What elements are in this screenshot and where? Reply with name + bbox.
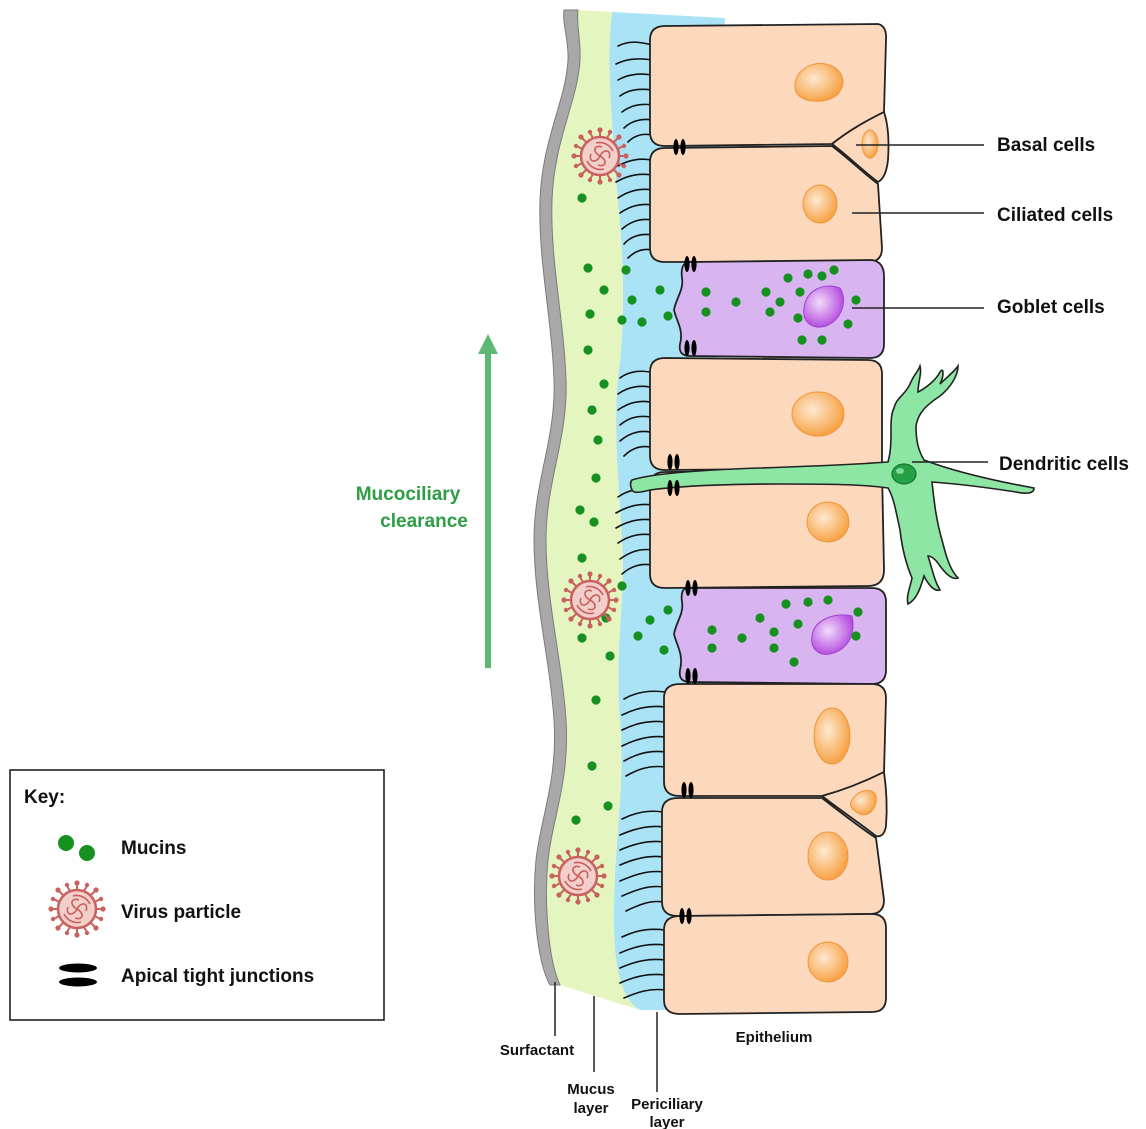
tight-junction [691,256,696,272]
tight-junction [685,668,690,684]
tight-junction [684,340,689,356]
tight-junction [688,782,693,798]
tight-junction [692,668,697,684]
label-surfactant: Surfactant [500,1042,574,1059]
ciliated-cell [650,24,886,146]
label-ciliated-cells: Ciliated cells [997,205,1113,226]
label-mucus-layer-line1: Mucus [567,1081,615,1098]
tight-junction [674,454,679,470]
tight-junction [692,580,697,596]
label-epithelium: Epithelium [736,1029,813,1046]
ciliated-cell [650,146,882,262]
key-tight-junctions-label: Apical tight junctions [121,966,314,987]
label-dendritic-cells: Dendritic cells [999,454,1129,475]
mucociliary-clearance-arrow [478,334,498,668]
nucleus [814,708,850,764]
tight-junction [679,908,684,924]
tight-junction [685,580,690,596]
key-box: Key: Mucins Virus particle Apical tight … [10,770,384,1020]
nucleus [808,832,848,880]
label-mucus-layer-line2: layer [573,1100,608,1117]
key-virus-label: Virus particle [121,902,241,923]
virus-particle [549,847,606,904]
ciliated-cell [650,358,882,470]
ciliated-cell [664,914,886,1014]
key-mucins-label: Mucins [121,838,186,859]
virus-icon [48,880,105,937]
nucleus [862,130,878,158]
label-periciliary-layer-line1: Periciliary [631,1096,703,1113]
tight-junction [667,480,672,496]
label-goblet-cells: Goblet cells [997,297,1105,318]
virus-particle [561,571,618,628]
epithelium-cells [650,24,889,1014]
label-basal-cells: Basal cells [997,135,1095,156]
ciliated-cell [664,684,886,796]
virus-particle [571,127,628,184]
nucleus [807,502,849,542]
mucociliary-label-line2: clearance [380,511,468,532]
tight-junction [674,480,679,496]
dendritic-nucleus [892,464,916,484]
tight-junction [667,454,672,470]
tight-junction [691,340,696,356]
nucleus [803,185,837,223]
tight-junction [680,139,685,155]
tight-junction [686,908,691,924]
tight-junction [673,139,678,155]
key-title: Key: [24,787,65,808]
nucleus [808,942,848,982]
tight-junction [684,256,689,272]
mucociliary-label-line1: Mucociliary [356,484,461,505]
tight-junction [681,782,686,798]
label-periciliary-layer-line2: layer [649,1114,684,1129]
ciliated-cell [650,470,884,588]
nucleus [792,392,844,436]
